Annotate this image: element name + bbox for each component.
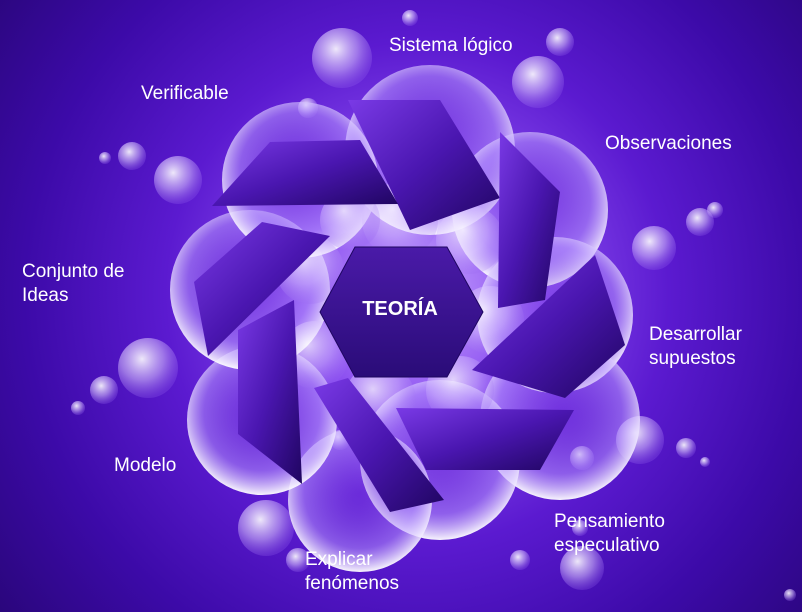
label-sistema-logico: Sistema lógico <box>389 35 513 56</box>
petal-top <box>348 100 500 230</box>
label-observaciones: Observaciones <box>605 133 732 154</box>
label-explicar-fenomenos: Explicar fenómenos <box>305 549 400 594</box>
petal-bottom-left <box>238 300 302 484</box>
petals <box>194 100 625 512</box>
label-modelo: Modelo <box>114 455 177 476</box>
label-verificable: Verificable <box>141 83 229 104</box>
label-desarrollar-supuestos: Desarrollar supuestos <box>649 324 742 369</box>
petal-bottom <box>314 378 444 512</box>
petal-top-right <box>498 132 560 308</box>
center-label: TEORÍA <box>362 298 438 320</box>
petal-left <box>194 222 330 356</box>
label-pensamiento-especulativo: Pensamiento especulativo <box>554 511 665 556</box>
petal-top-left <box>212 140 398 206</box>
petal-right <box>472 255 625 398</box>
center-hexagon <box>319 246 484 378</box>
petal-bottom-right <box>396 408 574 470</box>
label-conjunto-de-ideas: Conjunto de Ideas <box>22 261 125 306</box>
